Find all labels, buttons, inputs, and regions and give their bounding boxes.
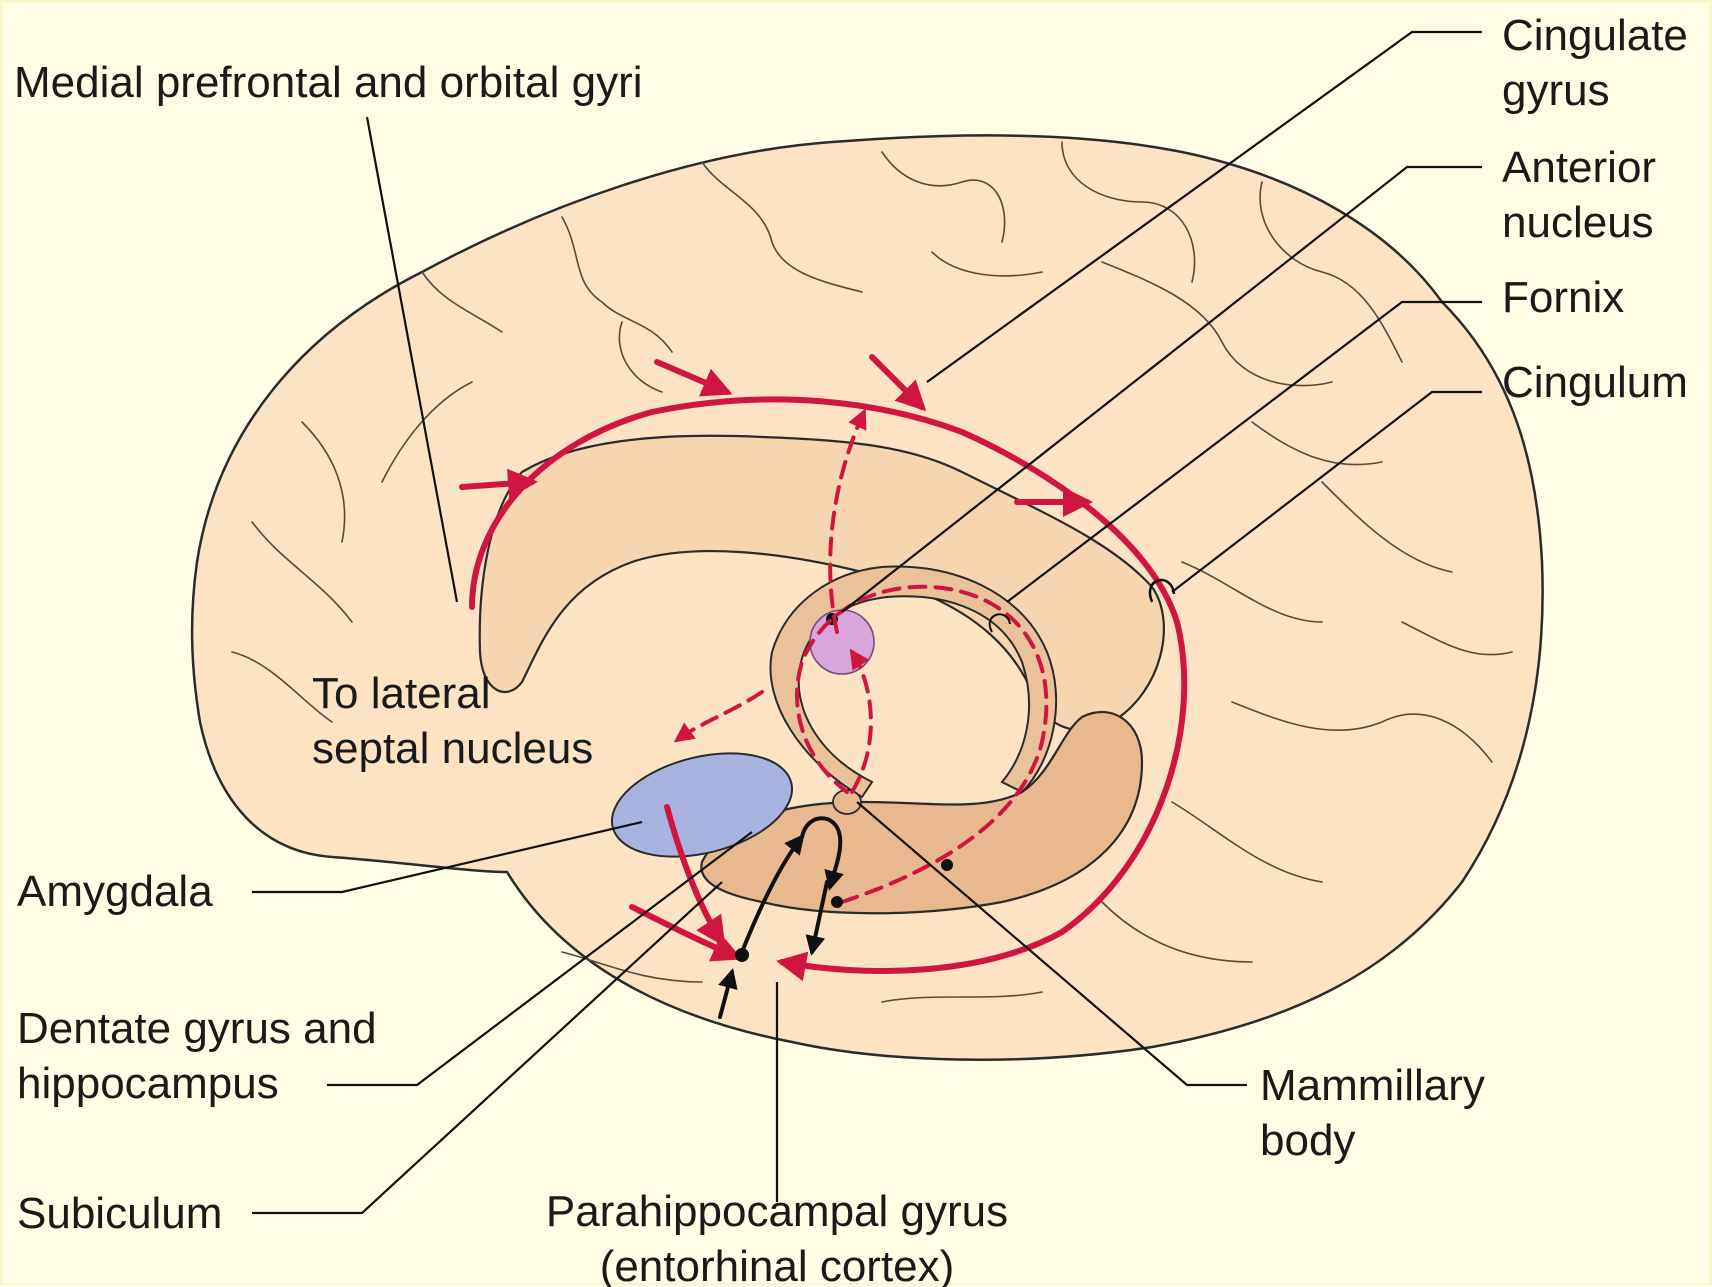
label-dentate-line1: Dentate gyrus and	[17, 1004, 377, 1053]
anterior-nucleus-shape	[810, 610, 874, 674]
label-parahippocampal-line2: (entorhinal cortex)	[600, 1242, 955, 1287]
subiculum-dot	[831, 896, 843, 908]
label-anterior-nucleus-line2: nucleus	[1502, 198, 1654, 247]
label-medial-prefrontal: Medial prefrontal and orbital gyri	[14, 58, 643, 107]
label-lateral-septal-line1: To lateral	[312, 669, 491, 718]
label-mammillary-line1: Mammillary	[1260, 1061, 1485, 1110]
label-cingulum: Cingulum	[1502, 358, 1688, 407]
label-fornix: Fornix	[1502, 273, 1624, 322]
label-dentate-line2: hippocampus	[17, 1059, 279, 1108]
label-subiculum: Subiculum	[17, 1189, 222, 1238]
label-parahippocampal-line1: Parahippocampal gyrus	[546, 1187, 1008, 1236]
label-lateral-septal-line2: septal nucleus	[312, 724, 593, 773]
label-cingulate-gyrus-line1: Cingulate	[1502, 11, 1688, 60]
label-amygdala: Amygdala	[17, 867, 213, 916]
label-cingulate-gyrus-line2: gyrus	[1502, 66, 1610, 115]
hippocampus-dot	[941, 859, 953, 871]
label-anterior-nucleus-line1: Anterior	[1502, 143, 1656, 192]
label-mammillary-line2: body	[1260, 1116, 1355, 1165]
